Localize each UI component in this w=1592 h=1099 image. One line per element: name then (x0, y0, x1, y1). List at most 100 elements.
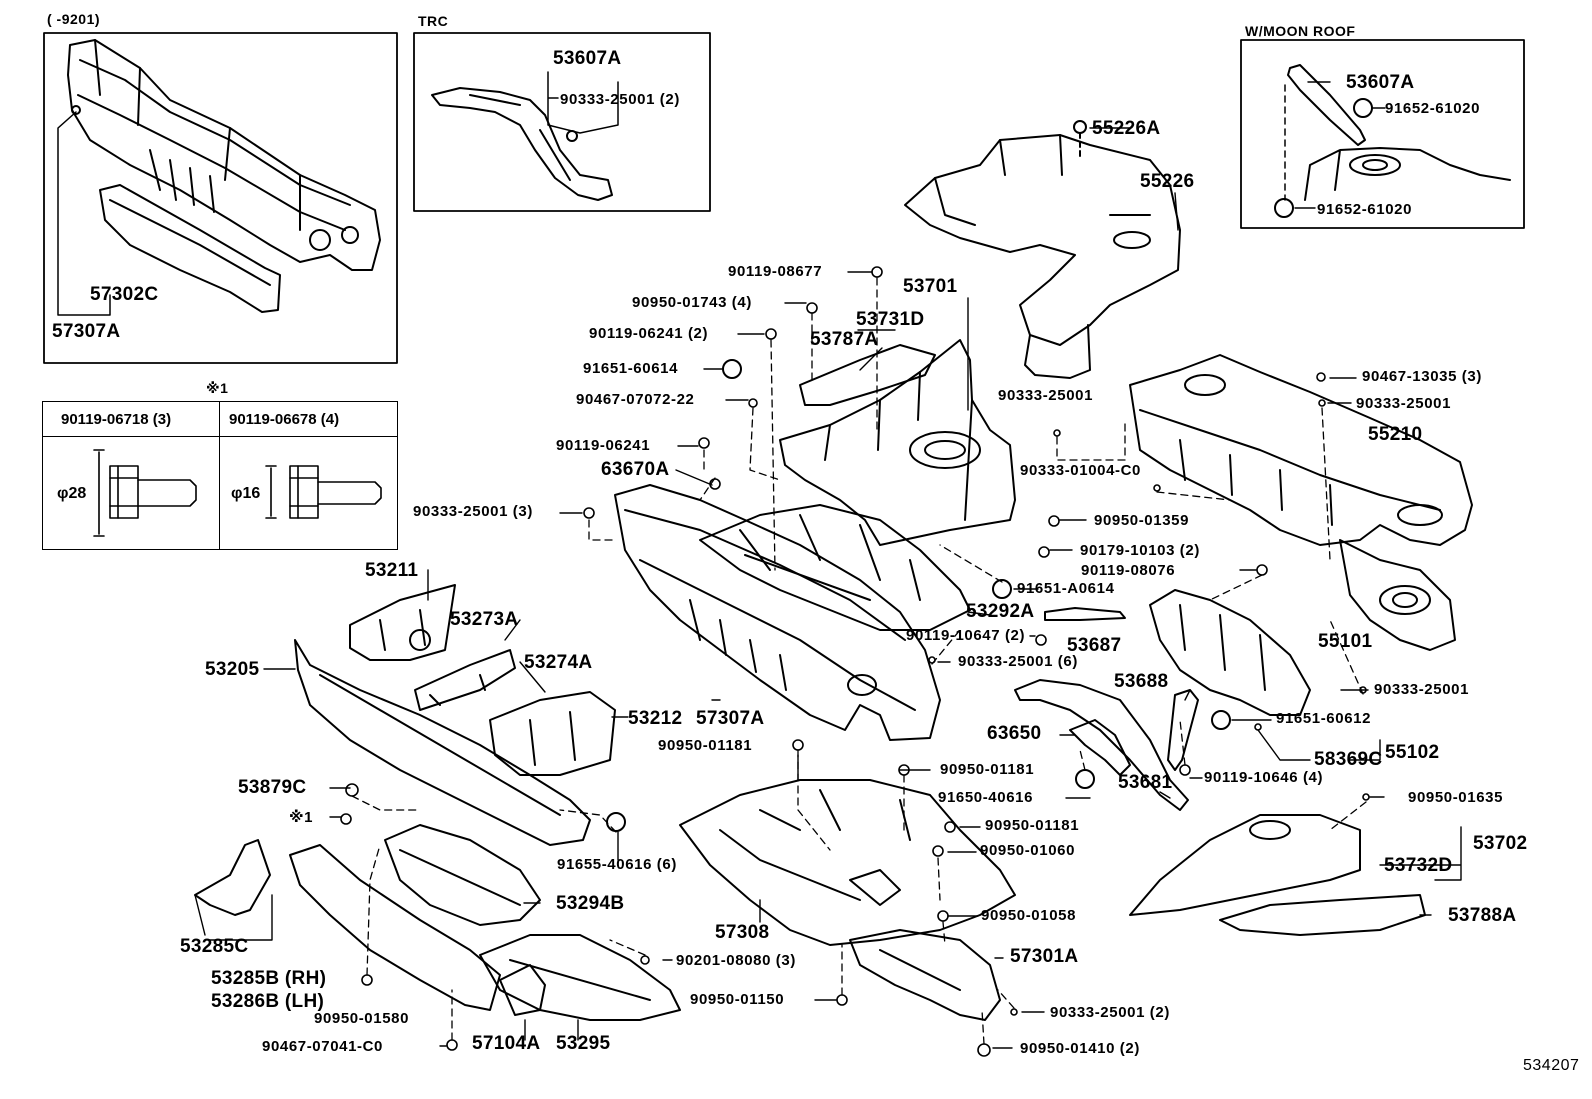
part-label: 90467-13035 (3) (1362, 368, 1482, 385)
part-label: 90467-07041-C0 (262, 1038, 383, 1055)
part-label: 53607A (553, 48, 622, 69)
part-label: 90333-25001 (3) (413, 503, 533, 520)
part-label: 90467-07072-22 (576, 391, 695, 408)
part-label: 90950-01181 (940, 761, 1035, 778)
brace-53681 (1014, 679, 1189, 811)
bolt-table-note: ※1 (206, 380, 229, 396)
shield-53788A (1219, 894, 1426, 936)
brace-63650 (1069, 719, 1131, 776)
shield-53294B (384, 824, 541, 926)
part-label: 57307A (52, 321, 121, 342)
part-label: 57301A (1010, 946, 1079, 967)
rail-57307A (614, 484, 941, 741)
bolt-table-divider (219, 402, 220, 549)
part-label: 90950-01359 (1094, 512, 1190, 529)
part-label: 53292A (966, 601, 1035, 622)
part-label: 55210 (1368, 424, 1423, 445)
bracket-53274A (489, 691, 616, 776)
washer-markers (606, 98, 1373, 832)
part-label: 90950-01181 (985, 817, 1080, 834)
part-label: 63670A (601, 459, 670, 480)
part-label: 53688 (1114, 671, 1169, 692)
trc-bracket-line (547, 71, 619, 134)
part-label: 90333-25001 (6) (958, 653, 1078, 670)
part-label: 57308 (715, 922, 770, 943)
part-label: 53285B (RH) (211, 968, 327, 989)
brace-53688 (1167, 689, 1199, 771)
part-label: 53701 (903, 276, 958, 297)
part-label: 90950-01635 (1408, 789, 1504, 806)
part-label: 55226 (1140, 171, 1195, 192)
floor-pan-57308 (679, 779, 1016, 946)
part-label: 53212 (628, 708, 683, 729)
part-label: 90333-25001 (1374, 681, 1470, 698)
part-label: 90119-08076 (1081, 562, 1176, 579)
inset-frame-trc (413, 32, 711, 212)
part-label: 55226A (1092, 118, 1161, 139)
floor-53702 (1129, 814, 1361, 916)
figure-number: 534207 (1523, 1057, 1580, 1074)
part-label: 91651-60614 (583, 360, 679, 377)
part-label: 90333-25001 (2) (1050, 1004, 1170, 1021)
part-label: 53607A (1346, 72, 1415, 93)
diameter-label: φ28 (57, 485, 87, 502)
fastener-markers (340, 266, 1370, 1057)
rail-57301A (849, 929, 1001, 1021)
guide-dashes (351, 277, 1367, 1045)
part-label: 53732D (1384, 855, 1453, 876)
shield-53295 (479, 934, 681, 1021)
part-label: 90333-01004-C0 (1020, 462, 1141, 479)
part-label: 90333-25001 (2) (560, 91, 680, 108)
part-label: 53788A (1448, 905, 1517, 926)
part-label: 53879C (238, 777, 307, 798)
part-label: 53286B (LH) (211, 991, 325, 1012)
apron-53701 (779, 339, 1016, 546)
part-label: 57307A (696, 708, 765, 729)
part-label: 90950-01181 (658, 737, 753, 754)
bracket-57104A (499, 964, 546, 1016)
diameter-label: φ16 (231, 485, 261, 502)
bolt-table: 90119-06718 (3) 90119-06678 (4) φ28 φ16 (42, 401, 398, 550)
part-label: 58369C (1314, 749, 1383, 770)
part-label: 91651-A0614 (1017, 580, 1115, 597)
part-label: 53205 (205, 659, 260, 680)
center-floor-pan (699, 504, 971, 631)
part-label: 90950-01410 (2) (1020, 1040, 1140, 1057)
early-rail-part (67, 39, 381, 313)
panel-55226 (904, 120, 1181, 379)
dash-55210 (1129, 354, 1473, 651)
bracket-53273A (414, 649, 516, 711)
bolt-drawings (93, 449, 382, 537)
part-label: 90119-06241 (556, 437, 651, 454)
part-label: 90950-01150 (690, 991, 785, 1008)
inset-title-early: ( -9201) (47, 11, 101, 27)
part-label: 55102 (1385, 742, 1440, 763)
part-label: 90950-01743 (4) (632, 294, 752, 311)
part-label: 90333-25001 (1356, 395, 1452, 412)
bolt-table-col-2: 90119-06678 (4) (229, 411, 340, 428)
part-label: 53681 (1118, 772, 1173, 793)
inset-title-trc: TRC (418, 13, 449, 29)
part-label: 90950-01060 (980, 842, 1076, 859)
part-label: 90179-10103 (2) (1080, 542, 1200, 559)
part-label: 91650-40616 (938, 789, 1034, 806)
early-bracket-line (57, 111, 111, 316)
part-label: 57302C (90, 284, 159, 305)
part-label: 63650 (987, 723, 1042, 744)
part-label: 90119-06241 (2) (589, 325, 709, 342)
part-label: 57104A (472, 1033, 541, 1054)
part-label: 90119-10646 (4) (1204, 769, 1324, 786)
part-label: 53294B (556, 893, 625, 914)
part-label: 91652-61020 (1385, 100, 1481, 117)
part-label: 53211 (365, 560, 419, 581)
part-label: 53274A (524, 652, 593, 673)
inset-title-moon-roof: W/MOON ROOF (1245, 23, 1356, 39)
part-label: 53702 (1473, 833, 1528, 854)
part-label: 53687 (1067, 635, 1122, 656)
inset-frame-moon-roof (1240, 39, 1525, 229)
part-label: 90119-10647 (2) (906, 627, 1026, 644)
bracket-53211 (349, 584, 456, 661)
part-label: 91652-61020 (1317, 201, 1413, 218)
